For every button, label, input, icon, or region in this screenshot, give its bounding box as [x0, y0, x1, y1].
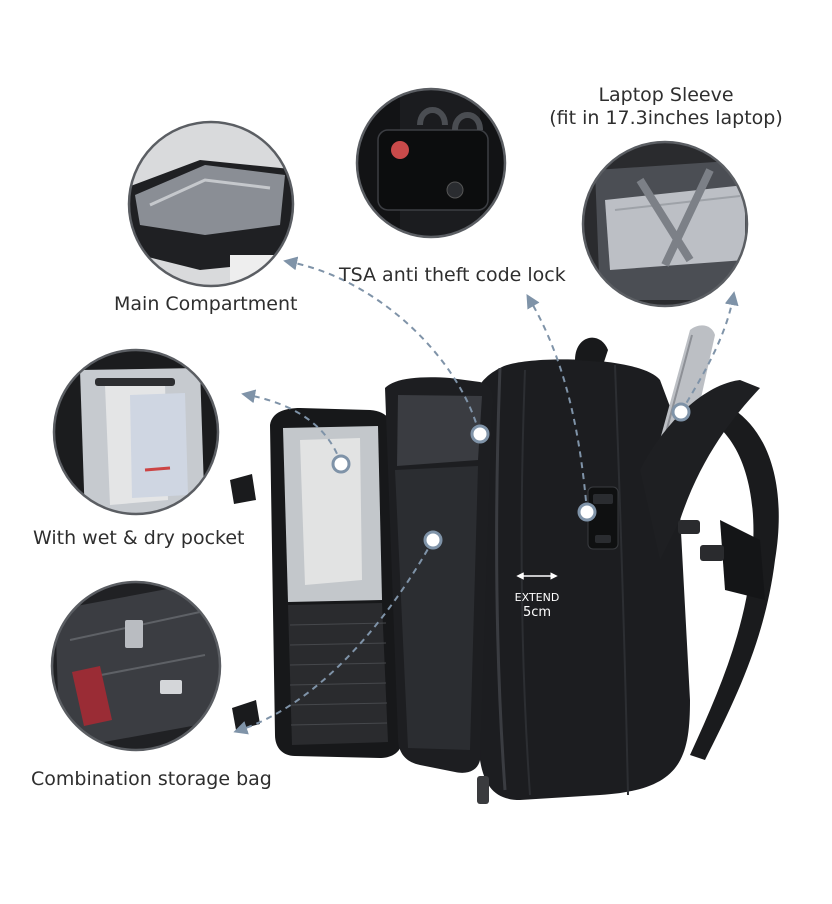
label-laptop-sleeve-title: Laptop Sleeve — [598, 84, 734, 106]
label-wet-dry-pocket: With wet & dry pocket — [33, 527, 245, 549]
label-tsa-lock: TSA anti theft code lock — [339, 264, 566, 286]
callout-dot-icon — [331, 402, 691, 550]
extend-annotation: EXTEND 5cm — [508, 590, 566, 620]
label-main-compartment: Main Compartment — [114, 293, 298, 315]
extend-word: EXTEND — [514, 591, 560, 604]
dashed-arrow-icon — [233, 256, 739, 735]
detail-circle-tsa-lock — [355, 87, 507, 239]
detail-circle-combination-bag — [50, 580, 222, 752]
detail-circle-main-compartment — [127, 120, 295, 288]
extend-size: 5cm — [522, 605, 552, 620]
label-combination-bag: Combination storage bag — [31, 768, 272, 790]
opened-front-panel — [230, 377, 494, 773]
detail-circle-wet-dry-pocket — [52, 348, 220, 516]
detail-circle-laptop-sleeve — [581, 140, 749, 308]
label-laptop-sleeve: Laptop Sleeve (fit in 17.3inches laptop) — [546, 84, 786, 130]
label-laptop-sleeve-note: (fit in 17.3inches laptop) — [549, 107, 783, 129]
backpack-main — [470, 325, 779, 804]
